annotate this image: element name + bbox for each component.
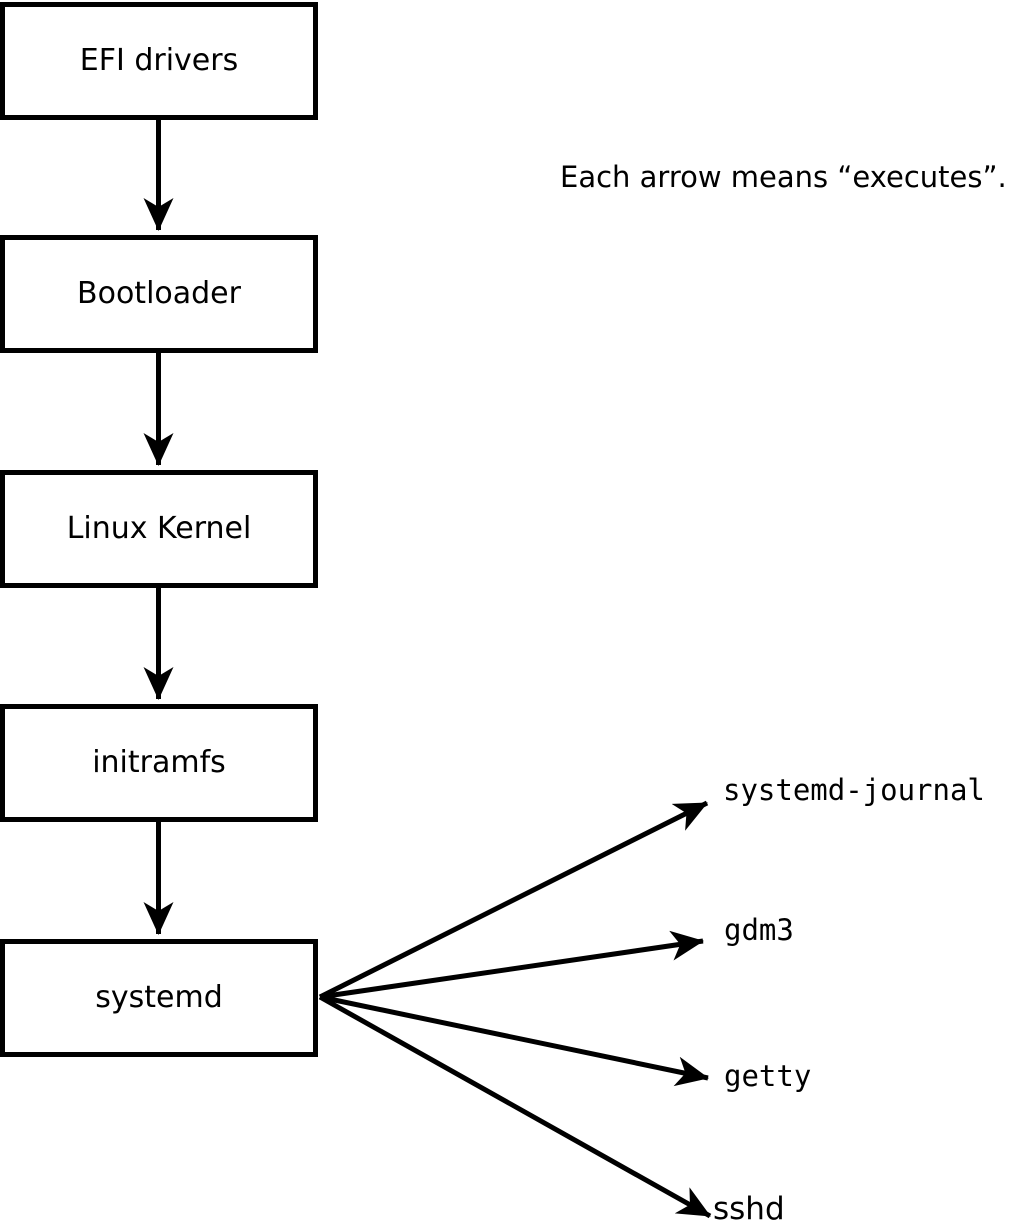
node-linux-kernel-label: Linux Kernel xyxy=(66,511,252,546)
node-initramfs-label: initramfs xyxy=(92,745,226,780)
arrow-meaning-note: Each arrow means “executes”. xyxy=(560,160,1007,194)
process-label-gdm3: gdm3 xyxy=(724,913,794,947)
node-efi-drivers-label: EFI drivers xyxy=(79,43,239,78)
process-label-sshd: sshd xyxy=(713,1191,785,1227)
node-bootloader: Bootloader xyxy=(0,235,318,353)
node-initramfs: initramfs xyxy=(0,704,318,822)
node-bootloader-label: Bootloader xyxy=(77,276,241,311)
arrow-systemd-to-journal xyxy=(318,800,709,1000)
arrow-systemd-to-gdm3 xyxy=(319,930,704,1000)
node-linux-kernel: Linux Kernel xyxy=(0,470,318,588)
node-systemd: systemd xyxy=(0,939,318,1057)
arrow-systemd-to-sshd xyxy=(318,994,712,1219)
process-label-systemd-journal: systemd-journal xyxy=(723,773,985,807)
node-efi-drivers: EFI drivers xyxy=(0,2,318,120)
process-label-getty: getty xyxy=(724,1059,812,1093)
node-systemd-label: systemd xyxy=(95,980,223,1015)
arrow-systemd-to-getty xyxy=(319,994,709,1087)
